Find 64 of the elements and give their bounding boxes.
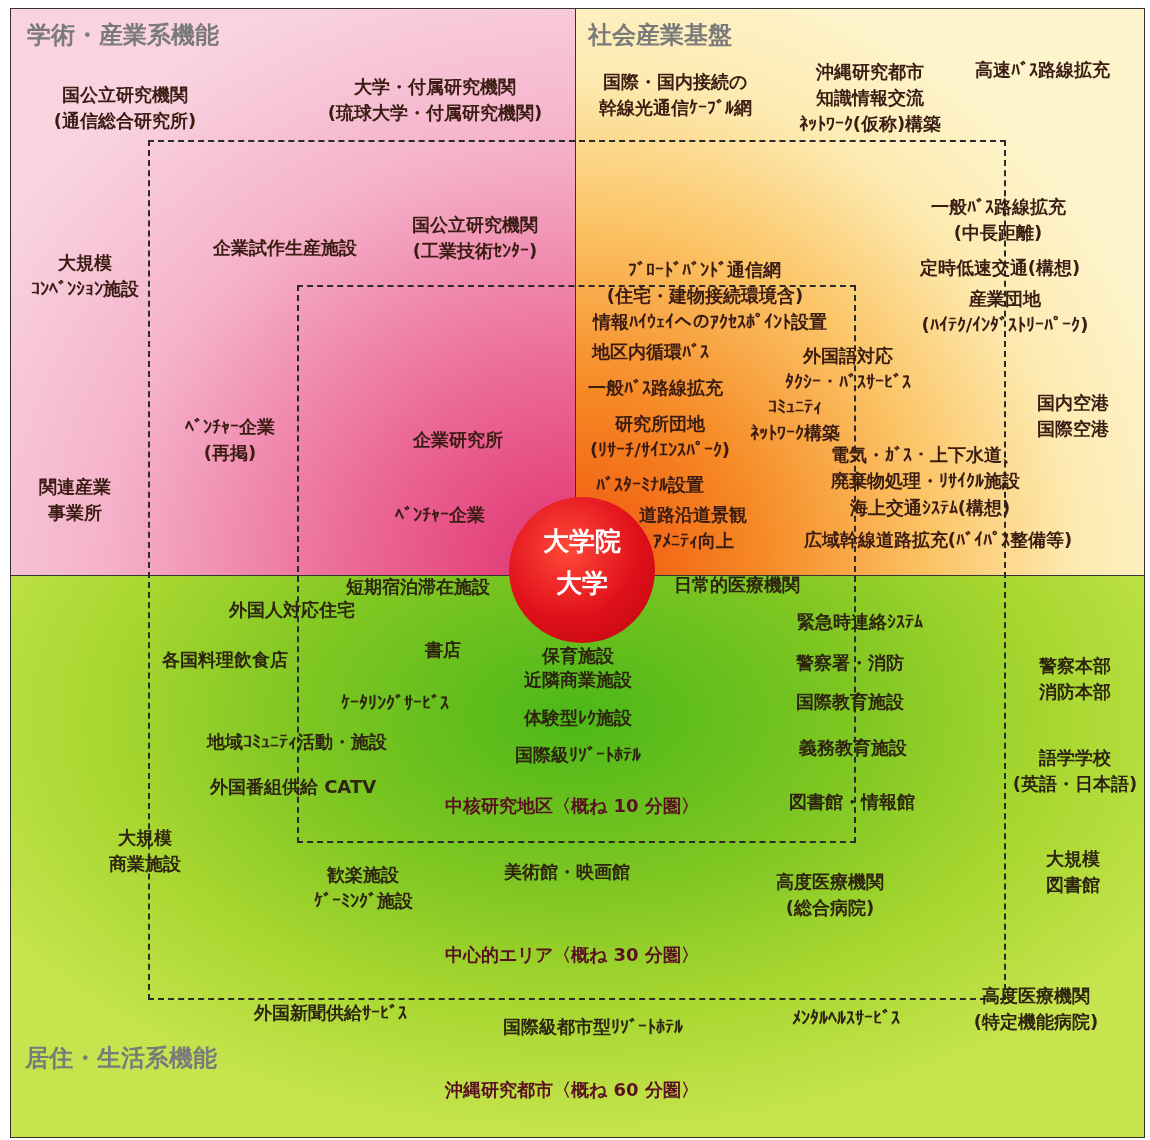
area-label: 中核研究地区〈概ね 10 分圏〉 — [445, 793, 699, 818]
circle-label: 大学 — [555, 570, 609, 596]
facility-label: 外国新聞供給ｻｰﾋﾞｽ — [253, 1000, 407, 1025]
section-heading: 居住・生活系機能 — [25, 1044, 217, 1073]
facility-label: 国内空港国際空港 — [1037, 390, 1109, 441]
facility-label: 外国番組供給 CATV — [209, 774, 377, 799]
facility-label: ﾌﾞﾛｰﾄﾞﾊﾞﾝﾄﾞ通信網(住宅・建物接続環境含) — [606, 257, 804, 308]
facility-label: 警察本部消防本部 — [1039, 653, 1111, 704]
facility-label: 高度医療機関(特定機能病院) — [973, 983, 1099, 1034]
facility-label: 外国語対応ﾀｸｼｰ・ﾊﾞｽｻｰﾋﾞｽ — [785, 343, 911, 394]
facility-label: 一般ﾊﾞｽ路線拡充 — [587, 375, 723, 400]
facility-label: 警察署・消防 — [796, 650, 904, 675]
area-label: 沖縄研究都市〈概ね 60 分圏〉 — [445, 1077, 699, 1102]
facility-label: 保育施設 — [542, 643, 614, 668]
facility-label: 関連産業事業所 — [39, 474, 111, 525]
facility-label: 国公立研究機関(工業技術ｾﾝﾀｰ) — [412, 212, 538, 263]
facility-label: 産業団地(ﾊｲﾃｸ/ｲﾝﾀﾞｽﾄﾘｰﾊﾟｰｸ) — [921, 286, 1089, 337]
facility-label: 定時低速交通(構想) — [919, 255, 1081, 280]
facility-label: 高速ﾊﾞｽ路線拡充 — [974, 57, 1110, 82]
facility-label: 大学・付属研究機関(琉球大学・付属研究機関) — [327, 74, 543, 125]
section-heading: 学術・産業系機能 — [27, 21, 219, 50]
facility-label: 各国料理飲食店 — [162, 647, 288, 672]
facility-label: 語学学校(英語・日本語) — [1012, 745, 1138, 796]
facility-label: 地域ｺﾐｭﾆﾃｨ活動・施設 — [207, 729, 387, 754]
facility-label: 大規模図書館 — [1046, 846, 1100, 897]
facility-label: ﾊﾞｽﾀｰﾐﾅﾙ設置 — [596, 472, 704, 497]
facility-label: 国公立研究機関(通信総合研究所) — [53, 82, 197, 133]
facility-label: 研究所団地(ﾘｻｰﾁ/ｻｲｴﾝｽﾊﾟｰｸ) — [590, 411, 730, 462]
facility-label: 電気・ｶﾞｽ・上下水道、廃棄物処理・ﾘｻｲｸﾙ施設 — [830, 442, 1020, 493]
facility-label: 緊急時連絡ｼｽﾃﾑ — [797, 609, 923, 634]
facility-label: 海上交通ｼｽﾃﾑ(構想) — [849, 495, 1011, 520]
facility-label: 美術館・映画館 — [504, 859, 630, 884]
facility-label: 一般ﾊﾞｽ路線拡充(中長距離) — [930, 194, 1066, 245]
section-heading: 社会産業基盤 — [588, 21, 732, 50]
facility-label: 沖縄研究都市知識情報交流ﾈｯﾄﾜｰｸ(仮称)構築 — [798, 59, 942, 137]
facility-label: 義務教育施設 — [799, 735, 907, 760]
facility-label: 外国人対応住宅 — [229, 597, 355, 622]
facility-label: ﾒﾝﾀﾙﾍﾙｽｻｰﾋﾞｽ — [792, 1005, 900, 1030]
facility-label: 国際級都市型ﾘｿﾞｰﾄﾎﾃﾙ — [503, 1014, 683, 1039]
facility-label: 地区内循環ﾊﾞｽ — [591, 339, 709, 364]
facility-label: ﾍﾞﾝﾁｬｰ企業 — [395, 502, 485, 527]
facility-label: 書店 — [425, 637, 461, 662]
facility-label: 日常的医療機関 — [674, 572, 800, 597]
facility-label: 情報ﾊｲｳｪｲへのｱｸｾｽﾎﾟｲﾝﾄ設置 — [593, 309, 827, 334]
facility-label: 大規模ｺﾝﾍﾞﾝｼｮﾝ施設 — [31, 250, 139, 301]
facility-label: 高度医療機関(総合病院) — [776, 869, 884, 920]
facility-label: ｹｰﾀﾘﾝｸﾞｻｰﾋﾞｽ — [341, 690, 449, 715]
facility-label: 道路沿道景観ｱﾒﾆﾃｨ向上 — [639, 502, 747, 553]
facility-label: 国際級ﾘｿﾞｰﾄﾎﾃﾙ — [515, 742, 641, 767]
circle-label: 大学院 — [542, 528, 622, 554]
facility-label: 広域幹線道路拡充(ﾊﾞｲﾊﾟｽ整備等) — [803, 527, 1073, 552]
facility-label: 企業試作生産施設 — [213, 235, 357, 260]
facility-label: 歓楽施設ｹﾞｰﾐﾝｸﾞ施設 — [313, 862, 413, 913]
facility-label: 体験型ﾚｸ施設 — [524, 705, 632, 730]
area-label: 中心的エリア〈概ね 30 分圏〉 — [445, 942, 699, 967]
facility-label: 短期宿泊滞在施設 — [346, 574, 490, 599]
facility-label: 図書館・情報館 — [789, 789, 915, 814]
facility-label: 近隣商業施設 — [524, 667, 632, 692]
facility-label: 国際・国内接続の幹線光通信ｹｰﾌﾞﾙ網 — [598, 69, 752, 120]
facility-label: 大規模商業施設 — [109, 825, 181, 876]
facility-label: ﾍﾞﾝﾁｬｰ企業(再掲) — [185, 414, 275, 465]
facility-label: ｺﾐｭﾆﾃｨﾈｯﾄﾜｰｸ構築 — [750, 394, 840, 445]
facility-label: 企業研究所 — [413, 427, 503, 452]
facility-label: 国際教育施設 — [796, 689, 904, 714]
